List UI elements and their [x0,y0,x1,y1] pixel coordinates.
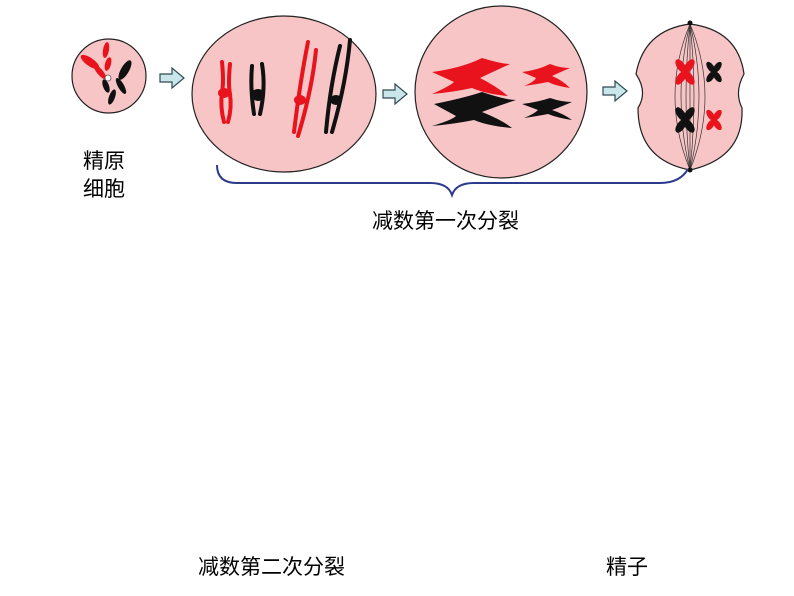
spermatogonium-label-line2: 细胞 [83,177,125,201]
tetrad-cell [414,5,588,179]
prophase-cell [191,15,377,173]
stage-arrow [602,79,628,103]
stage-arrow [159,66,185,90]
sperm-label: 精子 [606,555,648,579]
meiosis-one-label: 减数第一次分裂 [372,209,519,233]
spermatogonium-label-line1: 精原 [83,149,125,173]
spermatogonium-label: 精原 细胞 [74,147,134,203]
spermatogonium-cell [71,38,147,114]
meiosis-one-brace [216,164,689,199]
stage-arrow [382,82,408,106]
meiosis-two-label: 减数第二次分裂 [198,555,345,579]
anaphase-one-cell [635,20,745,173]
